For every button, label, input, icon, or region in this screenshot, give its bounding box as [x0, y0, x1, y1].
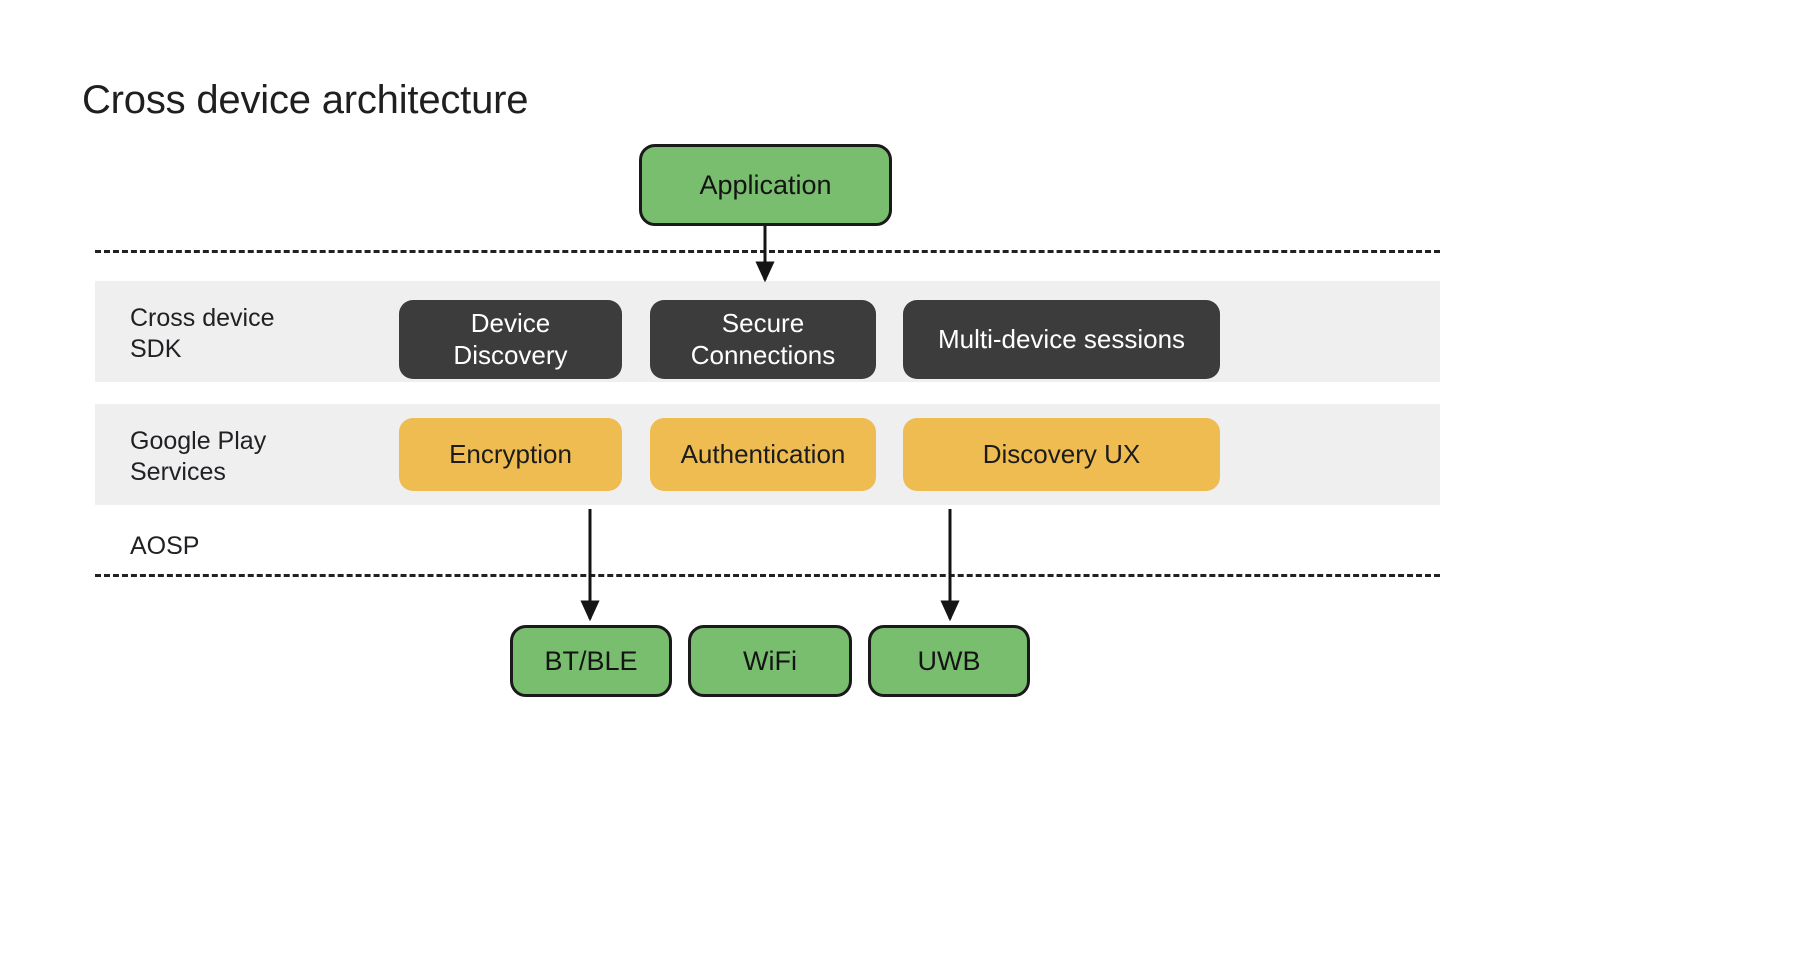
dashed-separator-top: [95, 250, 1440, 253]
node-multi-device-sessions[interactable]: Multi-device sessions: [903, 300, 1220, 379]
layer-label-google-play-services: Google Play Services: [130, 427, 267, 486]
dashed-separator-bottom: [95, 574, 1440, 577]
node-application[interactable]: Application: [639, 144, 892, 226]
node-uwb[interactable]: UWB: [868, 625, 1030, 697]
page-title: Cross device architecture: [82, 78, 529, 122]
node-authentication[interactable]: Authentication: [650, 418, 876, 491]
layer-label-cross-device-sdk: Cross device SDK: [130, 304, 275, 363]
node-device-discovery[interactable]: Device Discovery: [399, 300, 622, 379]
node-wifi[interactable]: WiFi: [688, 625, 852, 697]
layer-label-aosp: AOSP: [130, 532, 200, 560]
node-secure-connections[interactable]: Secure Connections: [650, 300, 876, 379]
node-encryption[interactable]: Encryption: [399, 418, 622, 491]
node-bt-ble[interactable]: BT/BLE: [510, 625, 672, 697]
node-discovery-ux[interactable]: Discovery UX: [903, 418, 1220, 491]
